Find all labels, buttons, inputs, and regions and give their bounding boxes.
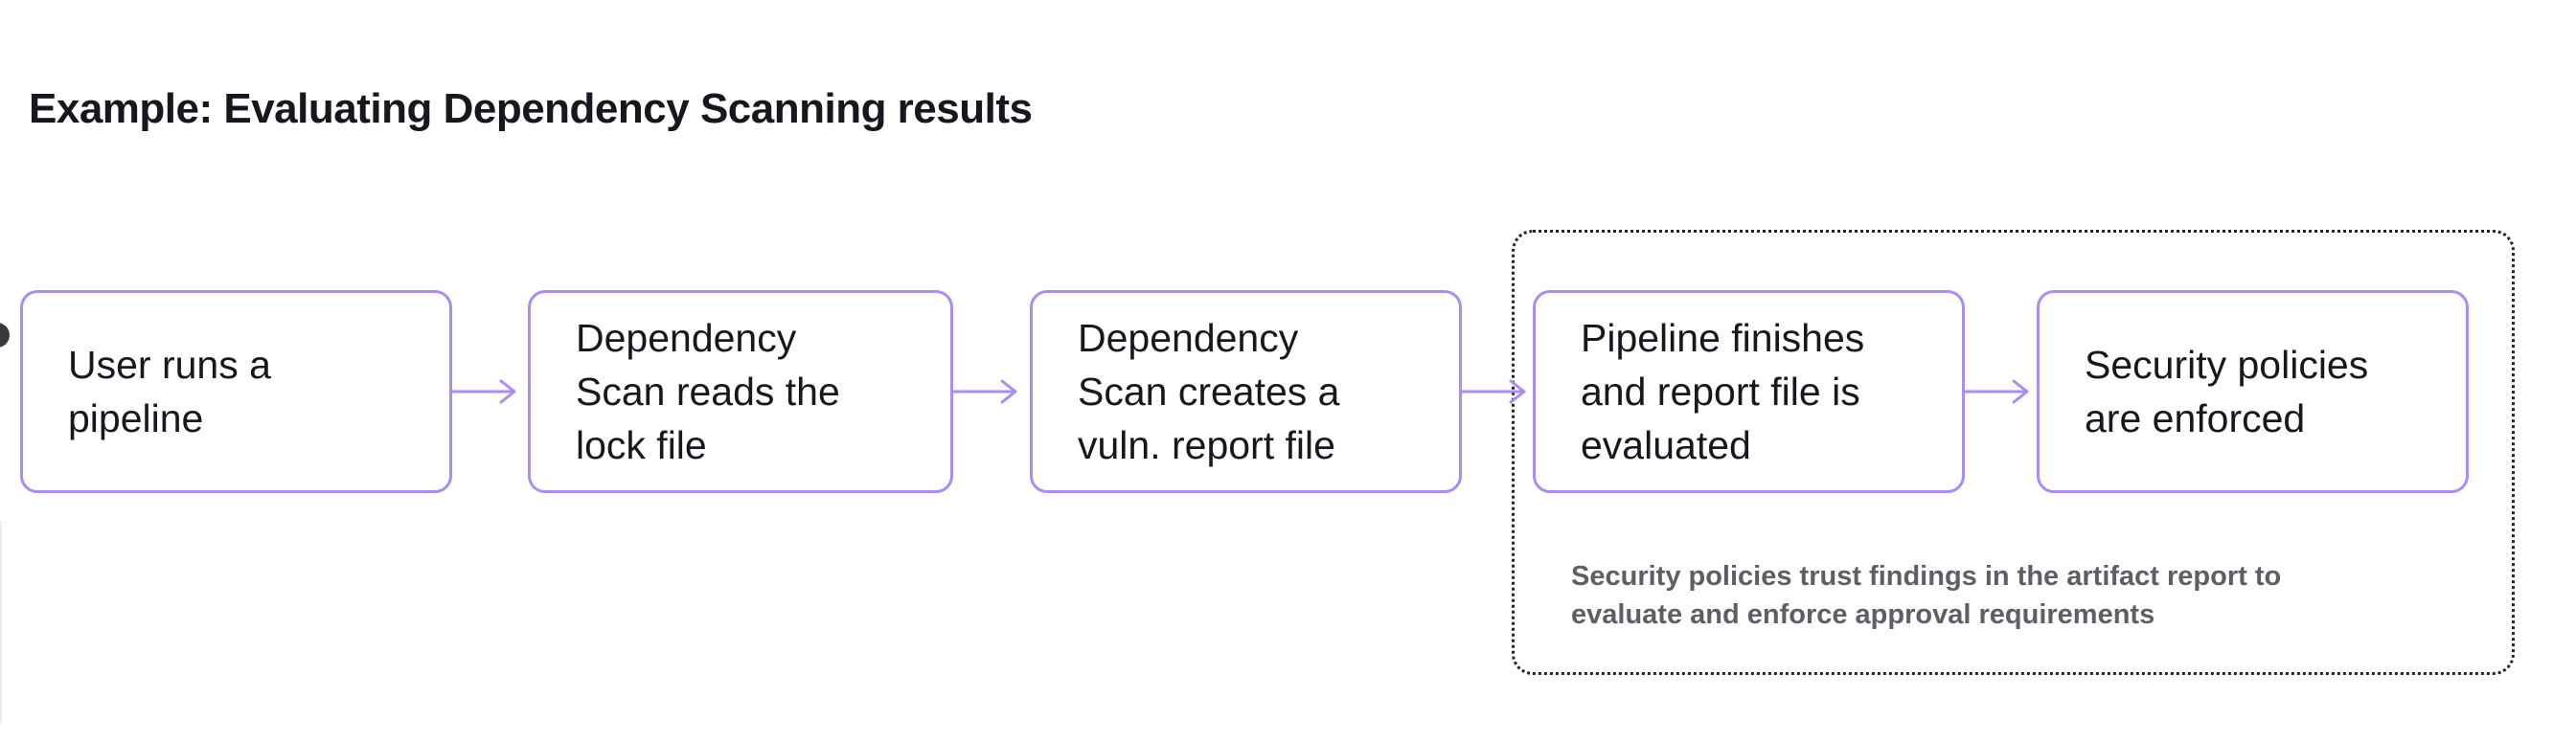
right-arrow-icon — [1462, 379, 1526, 404]
step-label-line: Dependency — [1078, 316, 1299, 360]
step-label-line: Pipeline finishes — [1581, 316, 1865, 360]
flow-step-scan-creates-report: Dependency Scan creates a vuln. report f… — [1030, 290, 1462, 493]
step-label-line: Scan reads the — [576, 370, 840, 414]
flow-step-pipeline-finishes-evaluated: Pipeline finishes and report file is eva… — [1533, 290, 1965, 493]
step-label-line: Security policies — [2085, 343, 2369, 387]
step-label-line: lock file — [576, 423, 707, 467]
step-label-line: pipeline — [68, 396, 204, 440]
page-title: Example: Evaluating Dependency Scanning … — [29, 85, 1033, 132]
step-label-line: Scan creates a — [1078, 370, 1340, 414]
edge-sliver — [0, 522, 2, 723]
step-label-line: are enforced — [2085, 396, 2306, 440]
step-label-line: User runs a — [68, 343, 271, 387]
flow-step-scan-reads-lock-file: Dependency Scan reads the lock file — [528, 290, 953, 493]
step-label-line: and report file is — [1581, 370, 1860, 414]
policy-scope-group — [1512, 230, 2515, 675]
right-arrow-icon — [1965, 379, 2029, 404]
flow-step-policies-enforced: Security policies are enforced — [2037, 290, 2469, 493]
right-arrow-icon — [953, 379, 1017, 404]
step-label-line: Dependency — [576, 316, 797, 360]
policy-note-line: Security policies trust findings in the … — [1571, 561, 2282, 592]
step-label-line: evaluated — [1581, 423, 1751, 467]
right-arrow-icon — [452, 379, 516, 404]
policy-note: Security policies trust findings in the … — [1571, 557, 2281, 634]
step-label-line: vuln. report file — [1078, 423, 1335, 467]
policy-note-line: evaluate and enforce approval requiremen… — [1571, 599, 2155, 630]
edge-dot — [0, 323, 10, 348]
flow-step-user-runs-pipeline: User runs a pipeline — [20, 290, 452, 493]
